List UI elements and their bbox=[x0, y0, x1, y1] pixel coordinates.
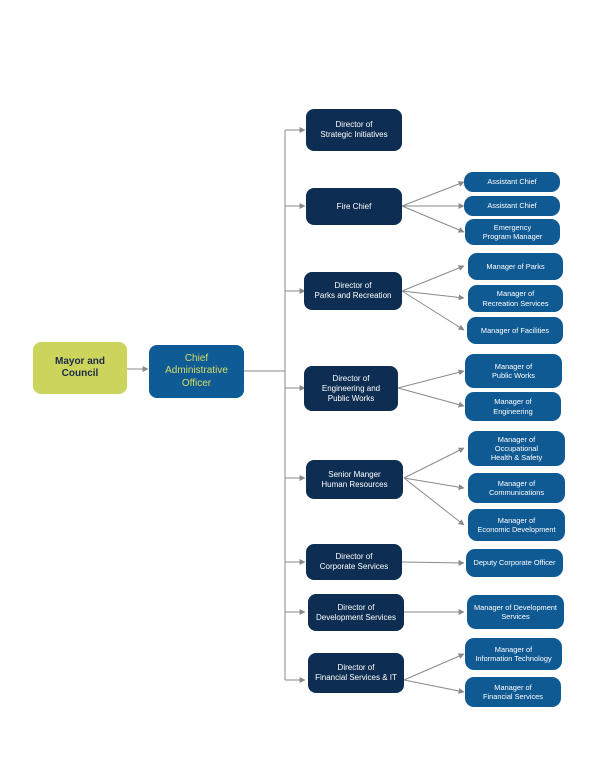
senior-manager-human-resources-box: Senior Manger Human Resources bbox=[306, 460, 403, 499]
director-parks-recreation-box: Director of Parks and Recreation bbox=[304, 272, 402, 310]
manager-of-facilities-box: Manager of Facilities bbox=[467, 317, 563, 344]
director-to-manager-arrow bbox=[401, 290, 465, 331]
director-to-manager-arrow bbox=[403, 477, 465, 526]
director-development-services-box: Director of Development Services bbox=[308, 594, 404, 631]
director-financial-services-it-box: Director of Financial Services & IT bbox=[308, 653, 404, 693]
assistant-chief-2-box: Assistant Chief bbox=[464, 196, 560, 216]
director-to-manager-arrow bbox=[403, 679, 465, 694]
fire-chief-box: Fire Chief bbox=[306, 188, 402, 225]
manager-information-technology-box: Manager of Information Technology bbox=[465, 638, 562, 670]
director-strategic-initiatives-box: Director of Strategic Initiatives bbox=[306, 109, 402, 151]
manager-recreation-services-box: Manager of Recreation Services bbox=[468, 285, 563, 312]
manager-public-works-box: Manager of Public Works bbox=[465, 354, 562, 388]
director-to-manager-arrow bbox=[401, 181, 465, 207]
deputy-corporate-officer-box: Deputy Corporate Officer bbox=[466, 549, 563, 577]
director-engineering-public-works-box: Director of Engineering and Public Works bbox=[304, 366, 398, 411]
manager-communications-box: Manager of Communications bbox=[468, 473, 565, 503]
director-to-manager-arrow bbox=[403, 477, 465, 491]
director-to-manager-arrow bbox=[401, 265, 465, 292]
manager-economic-development-box: Manager of Economic Development bbox=[468, 509, 565, 541]
director-to-manager-arrow bbox=[397, 387, 465, 408]
director-to-manager-arrow bbox=[401, 290, 465, 301]
director-corporate-services-box: Director of Corporate Services bbox=[306, 544, 402, 580]
manager-development-services-box: Manager of Development Services bbox=[467, 595, 564, 629]
chief-administrative-officer-box: Chief Administrative Officer bbox=[149, 345, 244, 398]
director-to-manager-arrow bbox=[397, 369, 465, 389]
manager-occupational-health-safety-box: Manager of Occupational Health & Safety bbox=[468, 431, 565, 466]
director-to-manager-arrow bbox=[403, 653, 465, 681]
emergency-program-manager-box: Emergency Program Manager bbox=[465, 219, 560, 245]
director-to-manager-arrow bbox=[401, 559, 465, 566]
manager-of-parks-box: Manager of Parks bbox=[468, 253, 563, 280]
manager-financial-services-box: Manager of Financial Services bbox=[465, 677, 561, 707]
manager-engineering-box: Manager of Engineering bbox=[465, 392, 561, 421]
director-to-manager-arrow bbox=[403, 447, 465, 479]
mayor-council-box: Mayor and Council bbox=[33, 342, 127, 394]
assistant-chief-1-box: Assistant Chief bbox=[464, 172, 560, 192]
director-to-manager-arrow bbox=[401, 205, 465, 233]
